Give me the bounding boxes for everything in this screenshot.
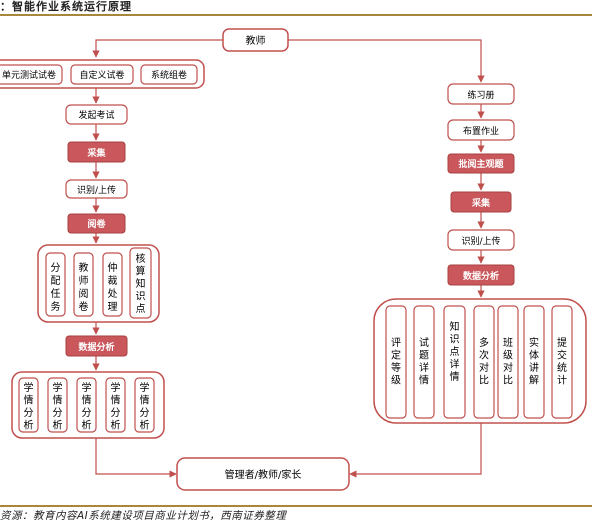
class-compare-box [497,305,519,419]
collect-left-box [67,141,126,163]
learning-4-box [105,377,126,433]
learning-4-label: 学情分析 [111,381,121,432]
knowledge-check-label: 核算知识点 [136,252,146,315]
arbitration-label: 仲裁处理 [108,261,118,313]
marking-task-group [37,244,160,323]
arrow-right-to-admin [349,423,482,478]
teacher-box [222,28,289,52]
assign-homework-box [447,119,515,141]
bottom-rule [0,505,592,507]
data-analysis-left-box [65,335,128,357]
learning-5-label: 学情分析 [140,381,150,432]
connectors [92,39,485,478]
start-exam-box [65,104,128,125]
marking-label: 阅卷 [87,218,106,230]
learning-3-box [76,377,97,433]
exercise-book-label: 练习册 [467,89,494,101]
knowledge-detail-label: 知识点详情 [450,320,460,383]
data-analysis-right-label: 数据分析 [463,270,499,282]
knowledge-detail-box [443,305,466,419]
recognize-left-box [65,179,128,199]
rating-level-box [385,305,407,419]
grade-subjective-label: 批阅主观题 [458,158,504,170]
learning-2-box [47,377,68,433]
learning-3-label: 学情分析 [82,381,92,432]
recognize-right-label: 识别/上传 [461,235,500,247]
exercise-book-box [447,83,515,105]
learning-1-box [18,377,39,433]
data-analysis-left-label: 数据分析 [78,341,114,353]
grade-subjective-box [447,153,515,174]
unit-test-label: 单元测试试卷 [2,69,56,81]
multi-compare-label: 多次对比 [479,336,489,387]
top-rule [0,14,592,16]
submit-stats-box [551,305,573,419]
assign-homework-label: 布置作业 [463,125,499,137]
teacher-review-box [73,252,94,317]
rating-level-label: 评定等级 [391,337,401,387]
learning-2-label: 学情分析 [53,381,63,432]
learning-5-box [134,377,155,433]
start-exam-label: 发起考试 [78,109,114,121]
learning-1-label: 学情分析 [24,381,34,432]
entity-explain-label: 实体讲解 [529,336,539,387]
collect-right-box [450,191,512,213]
data-analysis-right-box [447,264,515,286]
custom-test-box [70,64,134,85]
marking-box [67,213,126,234]
system-test-box [140,64,198,85]
unit-test-box [0,64,63,85]
recognize-right-box [447,229,515,251]
task-assign-label: 分配任务 [51,262,61,313]
admin-teacher-parent-box [176,457,350,491]
custom-test-label: 自定义试卷 [79,69,124,81]
teacher-label: 教师 [246,34,266,47]
arrow-teacher-to-test-group [92,39,223,58]
multi-compare-box [473,305,495,419]
knowledge-check-box [129,247,152,319]
recognize-left-label: 识别/上传 [77,184,116,196]
arrow-teacher-to-exercise [288,39,485,83]
source-note: 资源：教育内容AI系统建设项目商业计划书，西南证券整理 [0,510,287,522]
task-assign-box [45,252,66,317]
question-detail-label: 试题详情 [419,336,429,387]
figure-title: ：智能作业系统运行原理 [0,0,132,13]
system-test-label: 系统组卷 [151,69,187,81]
admin-teacher-parent-label: 管理者/教师/家长 [225,468,302,481]
arbitration-box [102,252,123,317]
collect-right-label: 采集 [471,197,491,209]
submit-stats-label: 提交统计 [557,337,567,387]
arrow-left-to-admin [95,438,177,478]
entity-explain-box [523,305,545,419]
teacher-review-label: 教师阅卷 [79,261,89,313]
class-compare-label: 班级对比 [503,337,513,387]
collect-left-label: 采集 [86,147,106,159]
question-detail-box [413,305,435,419]
